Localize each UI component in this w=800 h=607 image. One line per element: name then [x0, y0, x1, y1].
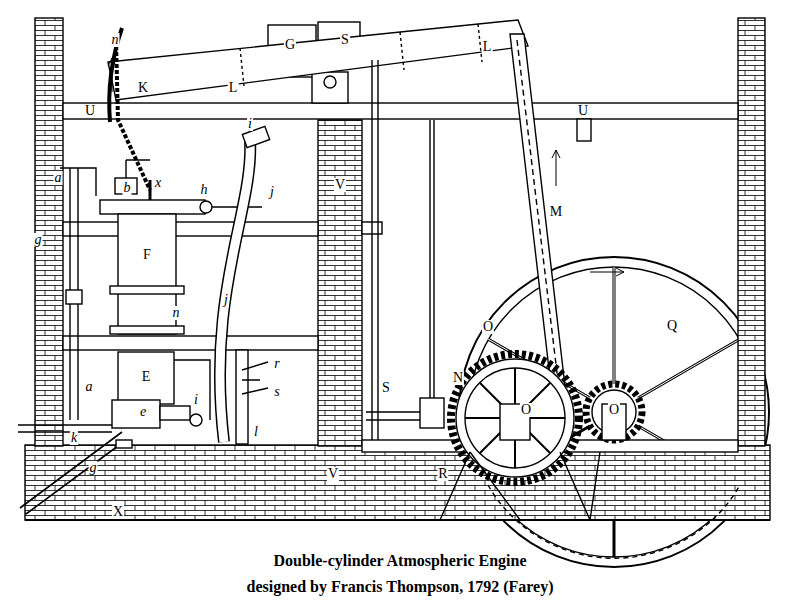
arch-head	[109, 28, 122, 122]
cylinder	[118, 352, 174, 404]
part-letter: h	[200, 183, 209, 197]
pump-rod	[430, 120, 434, 400]
part-letter: L	[482, 40, 493, 54]
part-letter: b	[123, 181, 132, 195]
part-letter: U	[84, 104, 96, 118]
floor-beam	[63, 222, 318, 236]
pipe	[60, 168, 96, 420]
part-letter: F	[142, 248, 152, 262]
part-letter: U	[577, 104, 589, 118]
part-letter: R	[437, 467, 448, 481]
part-letter: O	[482, 320, 494, 334]
part-letter: G	[284, 38, 296, 52]
part-letter: x	[154, 176, 162, 190]
part-letter: S	[381, 381, 391, 395]
part-letter: i	[247, 117, 253, 131]
part-letter: N	[452, 371, 464, 385]
part-letter: n	[111, 33, 120, 47]
part-letter: g	[34, 233, 43, 247]
part-letter: j	[269, 185, 275, 199]
centre-pillar	[318, 120, 362, 446]
pipe	[18, 425, 112, 432]
foundation	[25, 445, 770, 520]
part-letter: n	[172, 306, 181, 320]
pipe	[20, 432, 126, 514]
left-wall	[35, 18, 63, 446]
part-letter: L	[228, 81, 239, 95]
pump-rod	[372, 60, 378, 440]
part-letter: l	[253, 425, 259, 439]
part-letter: O	[608, 403, 620, 417]
part-letter: a	[85, 380, 94, 394]
cylinder	[118, 214, 176, 334]
part-letter: X	[112, 505, 124, 519]
part-letter: k	[70, 431, 78, 445]
part-letter: S	[340, 33, 350, 47]
part-letter: e	[139, 405, 147, 419]
part-letter: g	[89, 461, 98, 475]
part-letter: K	[137, 81, 149, 95]
part-letter: r	[273, 357, 280, 371]
part-letter: O	[520, 403, 532, 417]
caption: Double-cylinder Atmospheric Engine desig…	[246, 548, 555, 599]
pinion	[586, 384, 642, 440]
part-letter: V	[334, 178, 346, 192]
part-letter: a	[54, 171, 63, 185]
part-letter: s	[273, 385, 280, 399]
part-letter: i	[193, 393, 199, 407]
gear	[451, 354, 579, 482]
right-wall	[738, 18, 765, 446]
part-letter: j	[223, 293, 229, 307]
part-letter: Q	[666, 319, 678, 333]
cross-beam	[63, 103, 738, 119]
floor-beam	[63, 336, 318, 350]
cylinder-cover	[100, 200, 205, 214]
flywheel-hidden	[488, 485, 740, 558]
part-letter: V	[327, 467, 339, 481]
part-letter: M	[549, 205, 563, 219]
part-letter: E	[141, 370, 152, 384]
working-beam	[108, 20, 528, 100]
chain	[116, 40, 150, 190]
